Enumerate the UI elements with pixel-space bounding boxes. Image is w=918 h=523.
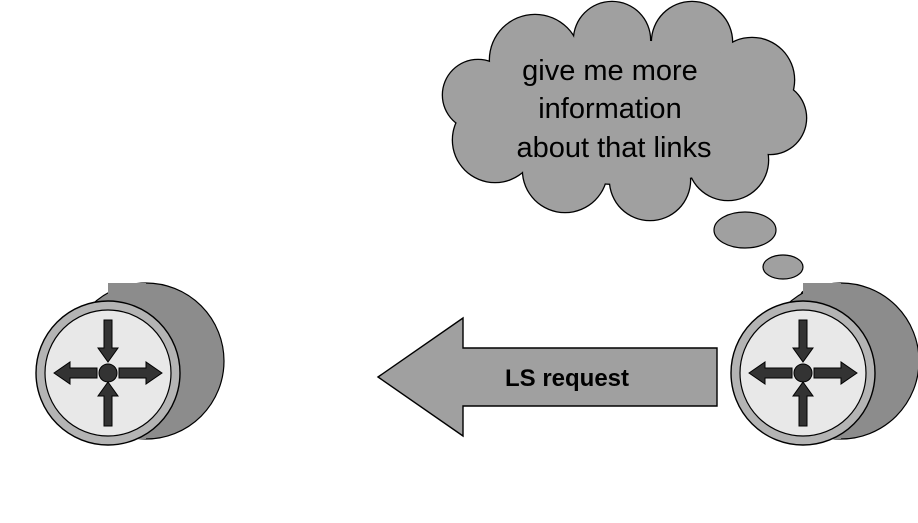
- arrow-shape: [376, 316, 718, 438]
- thought-text-line-3: about that links: [516, 132, 711, 164]
- router-icon: [730, 282, 918, 446]
- svg-text:give me more information: give me more information about that link…: [516, 55, 711, 164]
- arrow-label: LS request: [505, 365, 629, 392]
- thought-cloud: [441, 0, 808, 222]
- thought-bubble: give me more information about that link…: [441, 0, 822, 302]
- thought-text-line-2: information: [538, 93, 681, 125]
- thought-cloud-fill: [443, 2, 806, 220]
- thought-dot-large: [713, 211, 777, 249]
- thought-text-line-1: give me more: [522, 55, 698, 87]
- router-icon: [35, 282, 225, 446]
- left-router: [35, 282, 225, 446]
- ls-request-arrow: LS request: [376, 316, 718, 438]
- right-router: [730, 282, 918, 446]
- thought-dot-medium: [762, 254, 804, 280]
